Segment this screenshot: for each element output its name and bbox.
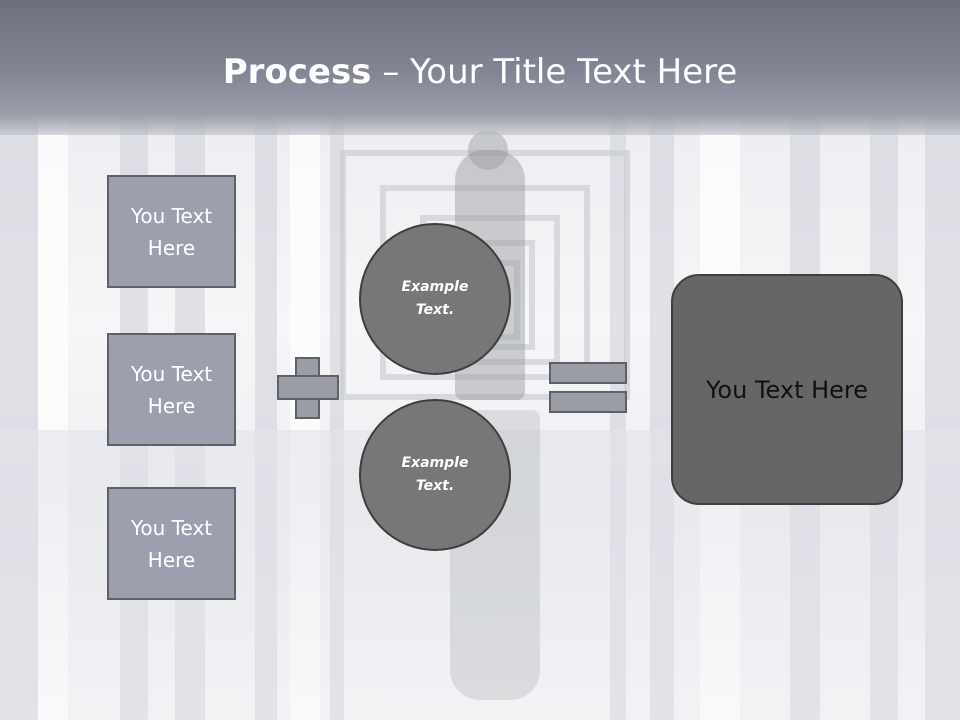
page-title: Process – Your Title Text Here: [0, 52, 960, 92]
example-circle-2[interactable]: Example Text.: [359, 399, 511, 551]
title-rest: – Your Title Text Here: [371, 52, 738, 92]
text-box-2-label: You Text Here: [130, 361, 213, 418]
example-circle-2-label: Example Text.: [401, 455, 469, 494]
result-box-label: You Text Here: [705, 375, 869, 404]
text-box-1-label: You Text Here: [130, 203, 213, 260]
text-box-2[interactable]: You Text Here: [107, 333, 236, 446]
example-circle-1[interactable]: Example Text.: [359, 223, 511, 375]
text-box-1[interactable]: You Text Here: [107, 175, 236, 288]
example-circle-1-label: Example Text.: [401, 279, 469, 318]
text-box-3-label: You Text Here: [130, 515, 213, 572]
text-box-3[interactable]: You Text Here: [107, 487, 236, 600]
result-box[interactable]: You Text Here: [671, 274, 903, 505]
title-bold: Process: [222, 52, 372, 92]
title-band: [0, 0, 960, 135]
